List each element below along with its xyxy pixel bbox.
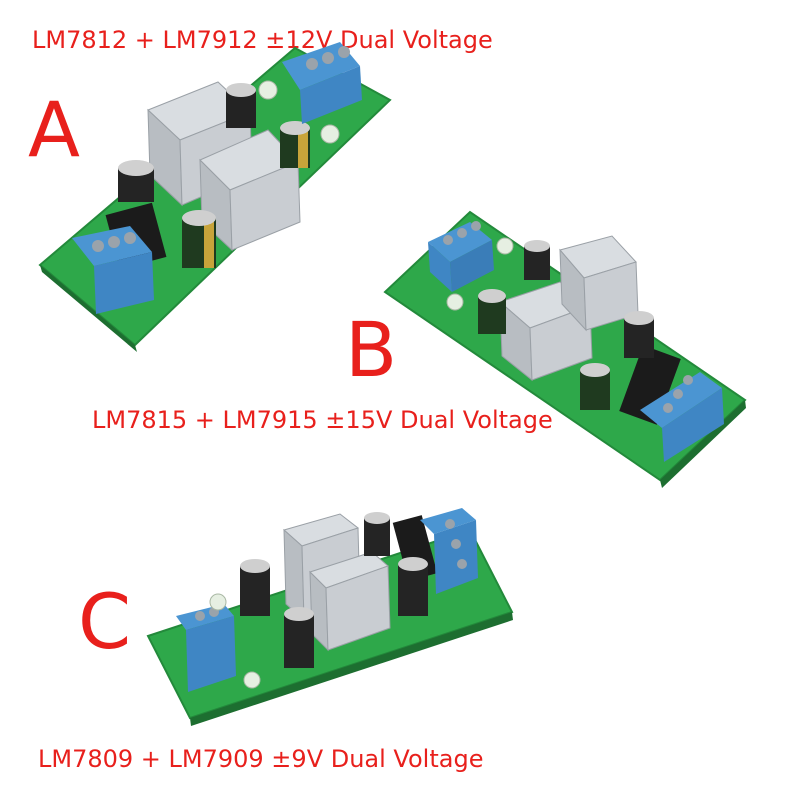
- led-c1: [209, 593, 227, 611]
- label-a: A: [28, 85, 80, 174]
- capacitor-a3: [226, 83, 256, 128]
- heatsink-b2: [559, 235, 639, 332]
- label-c: C: [78, 577, 132, 666]
- capacitor-c3: [364, 512, 390, 556]
- label-b: B: [345, 305, 398, 394]
- capacitor-b1: [478, 289, 506, 334]
- capacitor-a4: [280, 121, 310, 168]
- capacitor-b4: [580, 363, 610, 410]
- caption-c: LM7809 + LM7909 ±9V Dual Voltage: [38, 745, 484, 773]
- caption-a: LM7812 + LM7912 ±12V Dual Voltage: [32, 26, 493, 54]
- capacitor-a1: [118, 160, 154, 202]
- led-a1: [258, 80, 278, 100]
- capacitor-c2: [284, 607, 314, 668]
- terminal-block-b-right: [640, 372, 724, 462]
- capacitor-b2: [524, 240, 550, 280]
- caption-b: LM7815 + LM7915 ±15V Dual Voltage: [92, 406, 553, 434]
- capacitor-b3: [624, 311, 654, 358]
- capacitor-c4: [398, 557, 428, 616]
- regulator-b: [619, 345, 681, 425]
- terminal-block-b-left: [428, 221, 494, 292]
- terminal-block-c-left: [176, 604, 236, 692]
- led-a2: [320, 124, 340, 144]
- terminal-block-a-bottom: [72, 226, 154, 314]
- heatsink-b1: [499, 281, 593, 382]
- led-b2: [446, 293, 464, 311]
- capacitor-c1: [240, 559, 270, 616]
- led-c2: [243, 671, 261, 689]
- heatsink-c2: [309, 551, 391, 652]
- led-b1: [496, 237, 514, 255]
- capacitor-a2: [182, 210, 216, 268]
- terminal-block-c-right: [420, 508, 478, 594]
- terminal-block-a-top: [282, 42, 362, 124]
